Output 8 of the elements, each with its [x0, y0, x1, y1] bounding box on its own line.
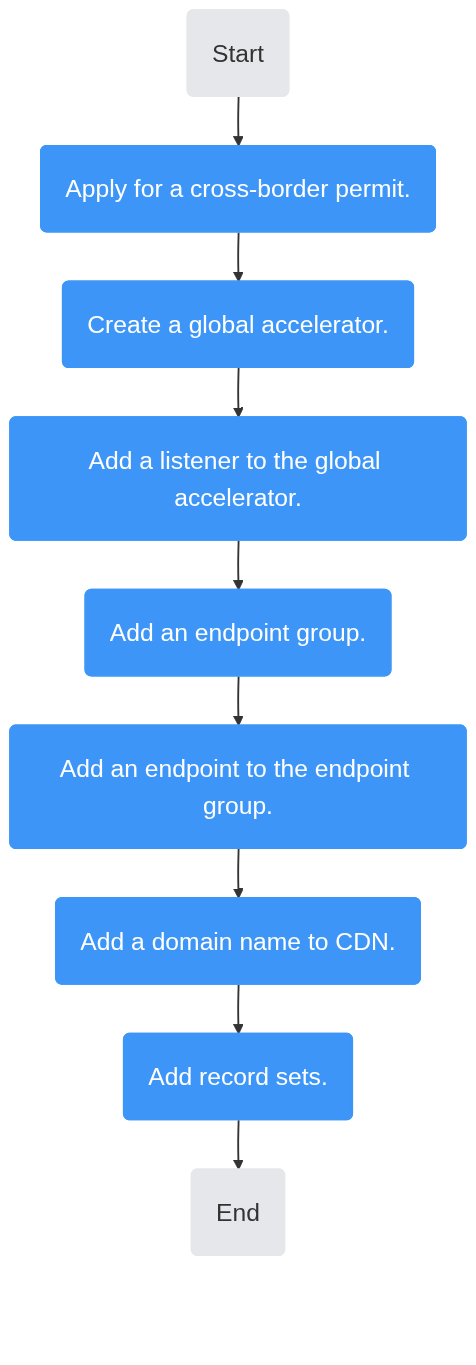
arrow — [232, 367, 244, 418]
arrow — [232, 95, 244, 147]
arrow — [232, 848, 244, 899]
arrow — [232, 983, 244, 1035]
arrow — [232, 675, 244, 727]
arrow — [232, 539, 244, 591]
arrow — [232, 231, 244, 283]
arrow — [232, 1119, 244, 1171]
